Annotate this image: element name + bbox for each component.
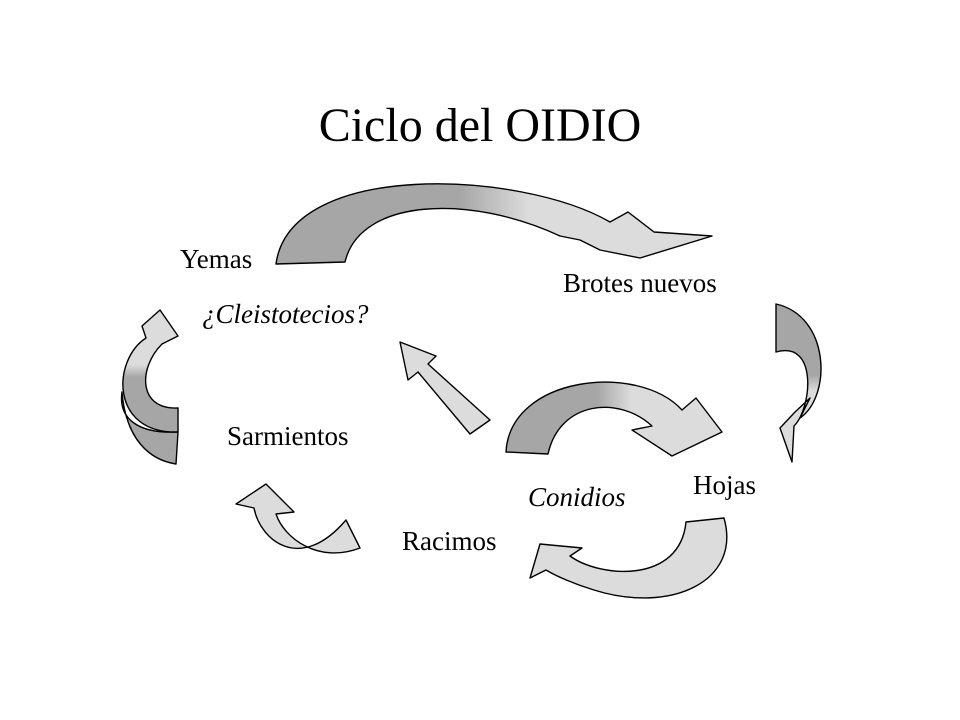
stage-brotes-nuevos: Brotes nuevos	[563, 268, 717, 298]
arrow-hojas-to-racimos	[529, 517, 728, 599]
stage-sarmientos: Sarmientos	[227, 421, 349, 451]
arrow-conidios-to-hojas	[505, 381, 723, 457]
stage-yemas: Yemas	[180, 244, 253, 274]
arrow-sarmientos-to-yemas	[122, 309, 179, 433]
arrow-conidios-to-cleistotecios	[399, 341, 491, 435]
arrow-yemas-to-brotes	[275, 183, 713, 265]
stage-conidios: Conidios	[528, 482, 626, 512]
stage-racimos: Racimos	[402, 526, 497, 556]
arrow-sarmientos-to-yemas-lower	[120, 391, 179, 465]
arrow-racimos-to-sarmientos	[235, 483, 361, 554]
stage-cleistotecios: ¿Cleistotecios?	[202, 299, 369, 329]
page-title: Ciclo del OIDIO	[318, 99, 642, 152]
stage-hojas: Hojas	[693, 470, 756, 500]
arrow-brotes-to-hojas	[775, 303, 822, 463]
